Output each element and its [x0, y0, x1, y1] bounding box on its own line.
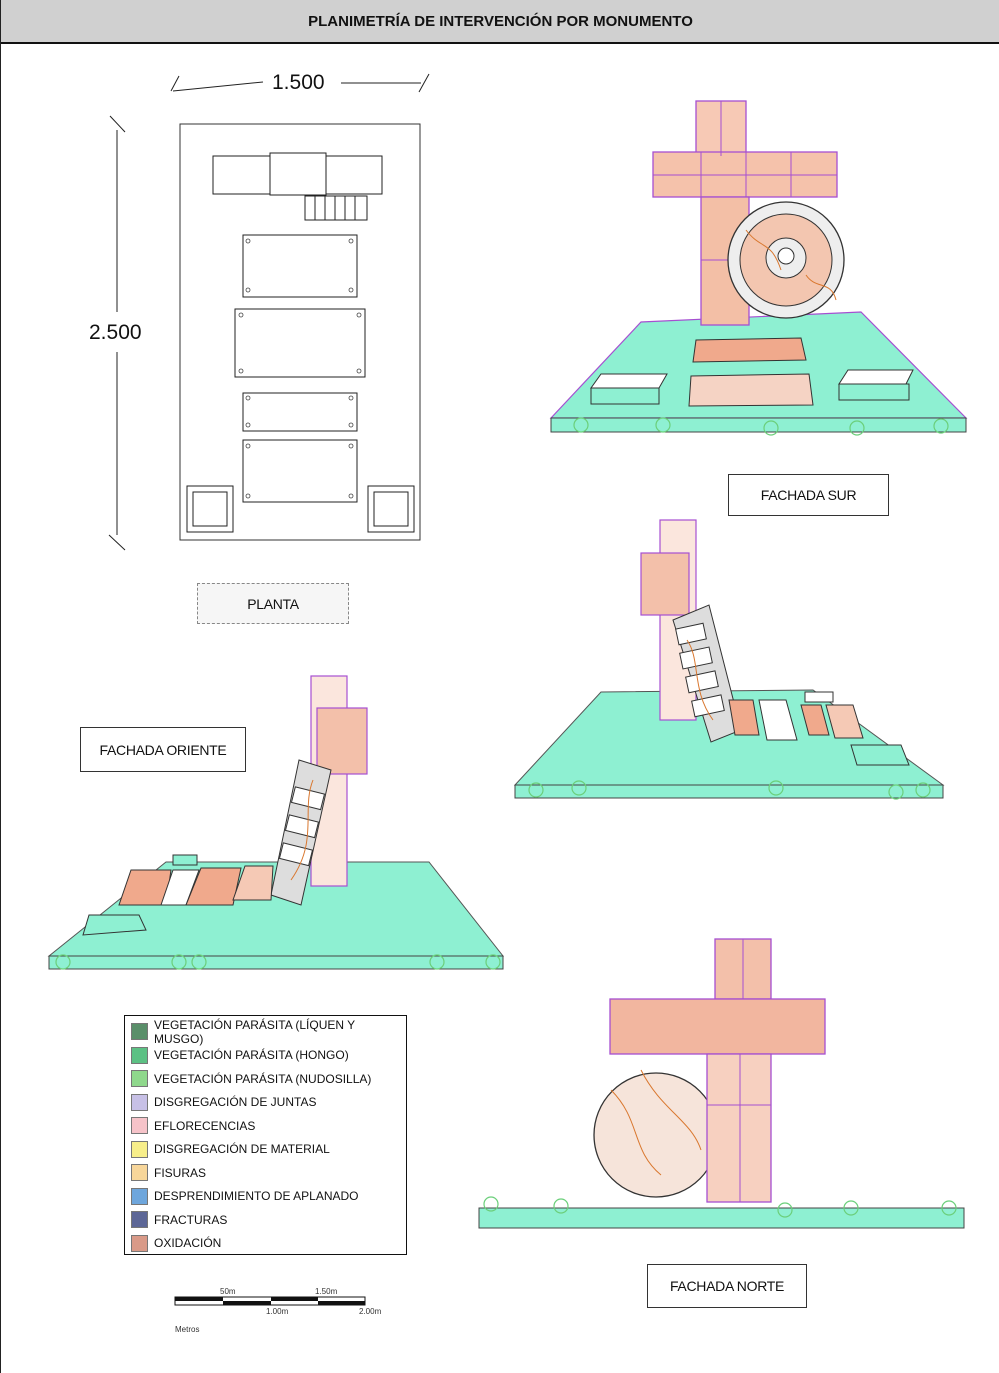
plan-height-label: 2.500	[89, 321, 142, 344]
south-facade-caption: FACHADA SUR	[728, 474, 889, 516]
legend-swatch	[131, 1211, 148, 1229]
legend-label: VEGETACIÓN PARÁSITA (HONGO)	[154, 1048, 349, 1063]
legend-item: FRACTURAS	[125, 1208, 406, 1232]
plan-width-label: 1.500	[272, 71, 325, 94]
east-facade-caption: FACHADA ORIENTE	[80, 727, 246, 772]
plan-caption: PLANTA	[197, 583, 349, 624]
legend-item: VEGETACIÓN PARÁSITA (NUDOSILLA)	[125, 1067, 406, 1091]
scale-tick-label: 50m	[220, 1287, 236, 1296]
page-title: PLANIMETRÍA DE INTERVENCIÓN POR MONUMENT…	[1, 0, 999, 44]
scale-tick-label: 1.00m	[266, 1307, 289, 1316]
legend-label: DISGREGACIÓN DE JUNTAS	[154, 1095, 317, 1110]
legend-label: VEGETACIÓN PARÁSITA (NUDOSILLA)	[154, 1071, 372, 1086]
legend-swatch	[131, 1070, 148, 1088]
legend-swatch	[131, 1140, 148, 1158]
legend-item: DISGREGACIÓN DE JUNTAS	[125, 1091, 406, 1115]
legend-item: FISURAS	[125, 1161, 406, 1185]
scale-tick-label: 2.00m	[359, 1307, 382, 1316]
legend-label: VEGETACIÓN PARÁSITA (LÍQUEN Y MUSGO)	[154, 1017, 355, 1046]
legend-item: EFLORECENCIAS	[125, 1114, 406, 1138]
north-facade-caption: FACHADA NORTE	[647, 1264, 807, 1308]
legend-label: FRACTURAS	[154, 1212, 228, 1227]
legend-item: DESPRENDIMIENTO DE APLANADO	[125, 1185, 406, 1209]
legend-swatch	[131, 1117, 148, 1135]
legend-swatch	[131, 1187, 148, 1205]
legend-label: FISURAS	[154, 1165, 207, 1180]
legend-item: OXIDACIÓN	[125, 1232, 406, 1256]
legend-item: DISGREGACIÓN DE MATERIAL	[125, 1138, 406, 1162]
legend-label: DISGREGACIÓN DE MATERIAL	[154, 1142, 330, 1157]
legend-label: DESPRENDIMIENTO DE APLANADO	[154, 1189, 359, 1204]
legend-swatch	[131, 1046, 148, 1064]
legend: VEGETACIÓN PARÁSITA (LÍQUEN Y MUSGO) VEG…	[124, 1015, 407, 1255]
legend-swatch	[131, 1023, 148, 1041]
legend-swatch	[131, 1164, 148, 1182]
legend-swatch	[131, 1093, 148, 1111]
legend-item: VEGETACIÓN PARÁSITA (LÍQUEN Y MUSGO)	[125, 1017, 406, 1046]
scale-tick-label: 1.50m	[315, 1287, 338, 1296]
scale-unit: Metros	[175, 1325, 200, 1334]
legend-label: OXIDACIÓN	[154, 1236, 222, 1251]
legend-swatch	[131, 1234, 148, 1252]
legend-label: EFLORECENCIAS	[154, 1118, 256, 1133]
legend-item: VEGETACIÓN PARÁSITA (HONGO)	[125, 1044, 406, 1068]
